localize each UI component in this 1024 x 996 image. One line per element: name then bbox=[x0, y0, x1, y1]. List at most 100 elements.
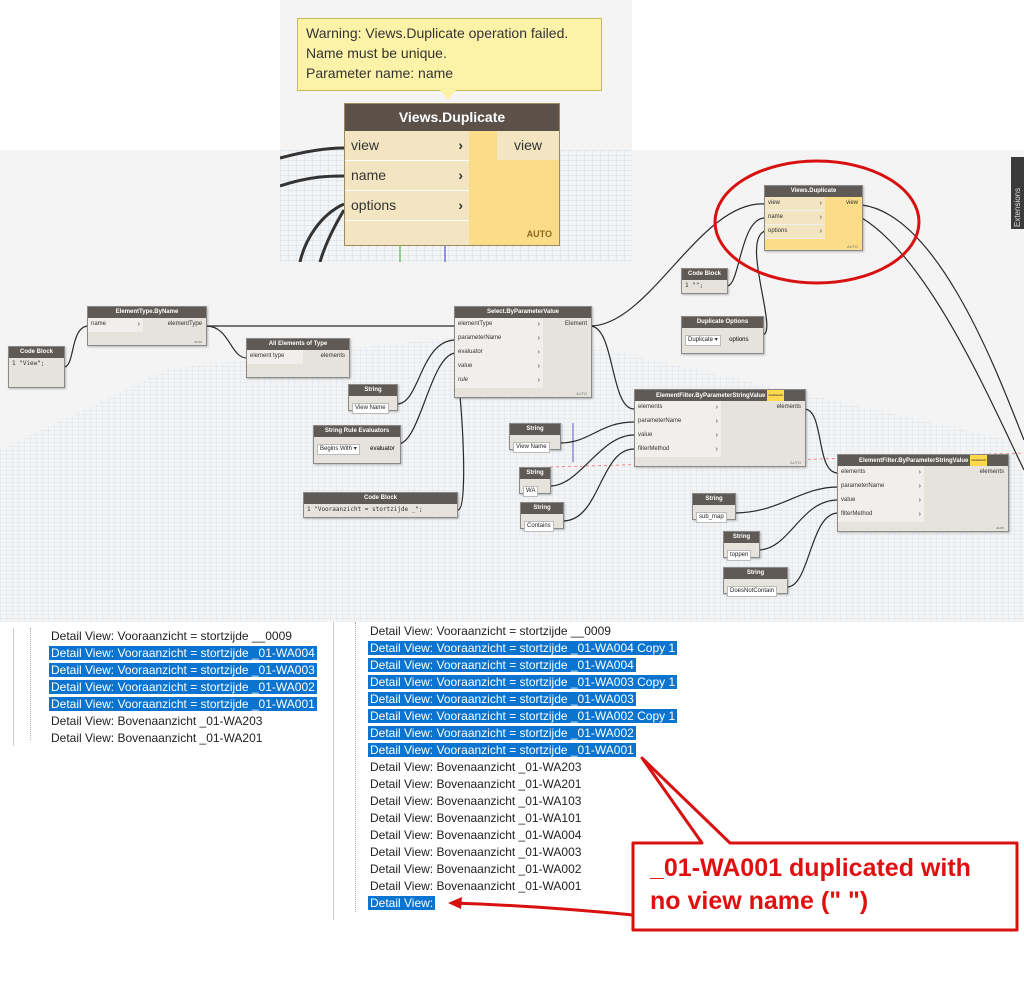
port-element-type[interactable]: element type bbox=[247, 350, 303, 364]
port-filtermethod[interactable]: filterMethod› bbox=[635, 443, 721, 457]
output-port[interactable]: options bbox=[729, 337, 749, 343]
node-string-sub-map[interactable]: String sub_map bbox=[692, 493, 736, 523]
tree-item[interactable]: Detail View: Vooraanzicht = stortzijde _… bbox=[49, 662, 317, 679]
port-filtermethod[interactable]: filterMethod› bbox=[838, 508, 924, 522]
tree-item[interactable]: Detail View: Vooraanzicht = stortzijde _… bbox=[49, 679, 317, 696]
port-evaluator[interactable]: evaluator› bbox=[455, 346, 543, 360]
code-line[interactable]: 1 ""; bbox=[685, 282, 704, 289]
port-elements[interactable]: elements› bbox=[635, 401, 721, 415]
views-duplicate-node-large[interactable]: Views.Duplicate view › name › options › … bbox=[344, 103, 560, 246]
port-parametername[interactable]: parameterName › bbox=[635, 415, 721, 429]
tree-item[interactable]: Detail View: Bovenaanzicht _01-WA003 bbox=[370, 844, 677, 861]
port-rule[interactable]: rule› bbox=[455, 374, 543, 388]
project-browser-after[interactable]: Detail View: Vooraanzicht = stortzijde _… bbox=[368, 623, 678, 912]
port-value[interactable]: value› bbox=[838, 494, 924, 508]
tree-item[interactable]: Detail View: Bovenaanzicht _01-WA001 bbox=[370, 878, 677, 895]
port-name[interactable]: name› bbox=[88, 318, 143, 332]
node-select-byparametervalue[interactable]: Select.ByParameterValue elementType› par… bbox=[454, 306, 592, 398]
output-port[interactable]: elements bbox=[320, 353, 345, 359]
tree-item[interactable]: Detail View: Vooraanzicht = stortzijde _… bbox=[368, 674, 678, 691]
tree-item[interactable]: Detail View: Bovenaanzicht _01-WA203 bbox=[370, 759, 677, 776]
node-elementtype-byname[interactable]: ElementType.ByName name› elementType aut… bbox=[87, 306, 207, 346]
code-line[interactable]: 1 "Vooraanzicht = stortzijde _"; bbox=[307, 506, 423, 513]
tree-item[interactable]: Detail View: Vooraanzicht = stortzijde _… bbox=[368, 708, 678, 725]
evaluator-dropdown[interactable]: Begins With ▾ bbox=[317, 444, 360, 455]
chevron-right-icon: › bbox=[819, 200, 822, 207]
string-input[interactable]: sub_map bbox=[696, 512, 727, 523]
tree-item[interactable]: Detail View: Vooraanzicht = stortzijde _… bbox=[370, 623, 677, 640]
port-options[interactable]: options › bbox=[345, 191, 469, 221]
string-input[interactable]: WA bbox=[523, 486, 539, 497]
port-parametername[interactable]: parameterName› bbox=[838, 480, 924, 494]
tree-item[interactable]: Detail View: Vooraanzicht = stortzijde _… bbox=[51, 628, 317, 645]
node-string-view-name-2[interactable]: String View Name bbox=[509, 423, 561, 453]
output-port[interactable]: elements bbox=[776, 404, 801, 410]
tree-item[interactable]: Detail View: Vooraanzicht = stortzijde _… bbox=[368, 640, 678, 657]
port-view[interactable]: view› bbox=[765, 197, 825, 211]
duplicate-options-dropdown[interactable]: Duplicate ▾ bbox=[685, 335, 721, 346]
port-label: value bbox=[638, 432, 653, 438]
tree-item[interactable]: Detail View: Bovenaanzicht _01-WA004 bbox=[370, 827, 677, 844]
output-port[interactable]: evaluator bbox=[370, 446, 395, 452]
output-port[interactable]: elementType bbox=[167, 321, 202, 327]
string-input[interactable]: View Name bbox=[513, 442, 550, 453]
node-string-view-name-1[interactable]: String View Name bbox=[348, 384, 398, 414]
chevron-right-icon: › bbox=[458, 197, 463, 213]
port-view[interactable]: view › bbox=[345, 131, 469, 161]
tree-item[interactable]: Detail View: Vooraanzicht = stortzijde _… bbox=[49, 645, 317, 662]
node-all-elements-of-type[interactable]: All Elements of Type element type elemen… bbox=[246, 338, 350, 378]
port-label: parameterName bbox=[638, 418, 682, 424]
port-name[interactable]: name › bbox=[345, 161, 469, 191]
chevron-right-icon: › bbox=[715, 418, 718, 425]
tree-item[interactable]: Detail View: Vooraanzicht = stortzijde _… bbox=[368, 742, 677, 759]
callout-text: _01-WA001 duplicated with no view name (… bbox=[650, 852, 1010, 918]
string-input[interactable]: View Name bbox=[352, 403, 389, 414]
port-label: view bbox=[351, 137, 380, 153]
extensions-tab[interactable]: Extensions bbox=[1011, 157, 1024, 229]
tree-item[interactable]: Detail View: bbox=[368, 895, 677, 912]
chevron-right-icon: › bbox=[537, 377, 540, 384]
tree-item[interactable]: Detail View: Bovenaanzicht _01-WA002 bbox=[370, 861, 677, 878]
node-string-contains[interactable]: String Contains bbox=[520, 502, 564, 532]
node-views-duplicate-small[interactable]: Views.Duplicate view› name› options› vie… bbox=[764, 185, 863, 251]
node-title: String bbox=[724, 532, 759, 543]
output-port[interactable]: view bbox=[845, 200, 858, 206]
port-value[interactable]: value › bbox=[635, 429, 721, 443]
string-input[interactable]: toppen bbox=[727, 550, 752, 561]
node-string-toppen[interactable]: String toppen bbox=[723, 531, 760, 561]
tree-item[interactable]: Detail View: Bovenaanzicht _01-WA103 bbox=[370, 793, 677, 810]
string-input[interactable]: DoesNotContain bbox=[727, 586, 778, 597]
node-string-rule-evaluators[interactable]: String Rule Evaluators Begins With ▾ eva… bbox=[313, 425, 401, 464]
port-value[interactable]: value› bbox=[455, 360, 543, 374]
node-duplicate-options[interactable]: Duplicate Options Duplicate ▾ options bbox=[681, 316, 764, 354]
tree-item[interactable]: Detail View: Bovenaanzicht _01-WA101 bbox=[370, 810, 677, 827]
tree-item[interactable]: Detail View: Vooraanzicht = stortzijde _… bbox=[368, 657, 677, 674]
port-name[interactable]: name› bbox=[765, 211, 825, 225]
tree-item[interactable]: Detail View: Bovenaanzicht _01-WA203 bbox=[51, 713, 317, 730]
tree-item[interactable]: Detail View: Bovenaanzicht _01-WA201 bbox=[370, 776, 677, 793]
port-parametername[interactable]: parameterName› bbox=[455, 332, 543, 346]
node-string-doesnotcontain[interactable]: String DoesNotContain bbox=[723, 567, 788, 597]
code-line[interactable]: 1 "View"; bbox=[12, 360, 45, 367]
chevron-right-icon: › bbox=[537, 363, 540, 370]
output-port[interactable]: elements bbox=[979, 469, 1004, 475]
node-code-block-empty[interactable]: Code Block 1 ""; bbox=[681, 268, 728, 294]
port-elements[interactable]: elements› bbox=[838, 466, 924, 480]
tree-item[interactable]: Detail View: Vooraanzicht = stortzijde _… bbox=[49, 696, 317, 713]
lacing-label: auto bbox=[996, 525, 1004, 530]
port-options[interactable]: options› bbox=[765, 225, 825, 239]
tree-item[interactable]: Detail View: Vooraanzicht = stortzijde _… bbox=[368, 725, 677, 742]
chevron-right-icon: › bbox=[715, 432, 718, 439]
node-string-wa[interactable]: String WA bbox=[519, 467, 551, 497]
tree-item[interactable]: Detail View: Bovenaanzicht _01-WA201 bbox=[51, 730, 317, 747]
tree-item[interactable]: Detail View: Vooraanzicht = stortzijde _… bbox=[368, 691, 677, 708]
node-code-block-vooraanzicht[interactable]: Code Block 1 "Vooraanzicht = stortzijde … bbox=[303, 492, 458, 518]
string-input[interactable]: Contains bbox=[524, 521, 554, 532]
project-browser-before[interactable]: Detail View: Vooraanzicht = stortzijde _… bbox=[49, 628, 317, 747]
output-port[interactable]: Element bbox=[564, 321, 587, 327]
output-port-view[interactable]: view bbox=[497, 131, 559, 160]
node-code-block-view[interactable]: Code Block 1 "View"; bbox=[8, 346, 65, 388]
port-elementtype[interactable]: elementType› bbox=[455, 318, 543, 332]
